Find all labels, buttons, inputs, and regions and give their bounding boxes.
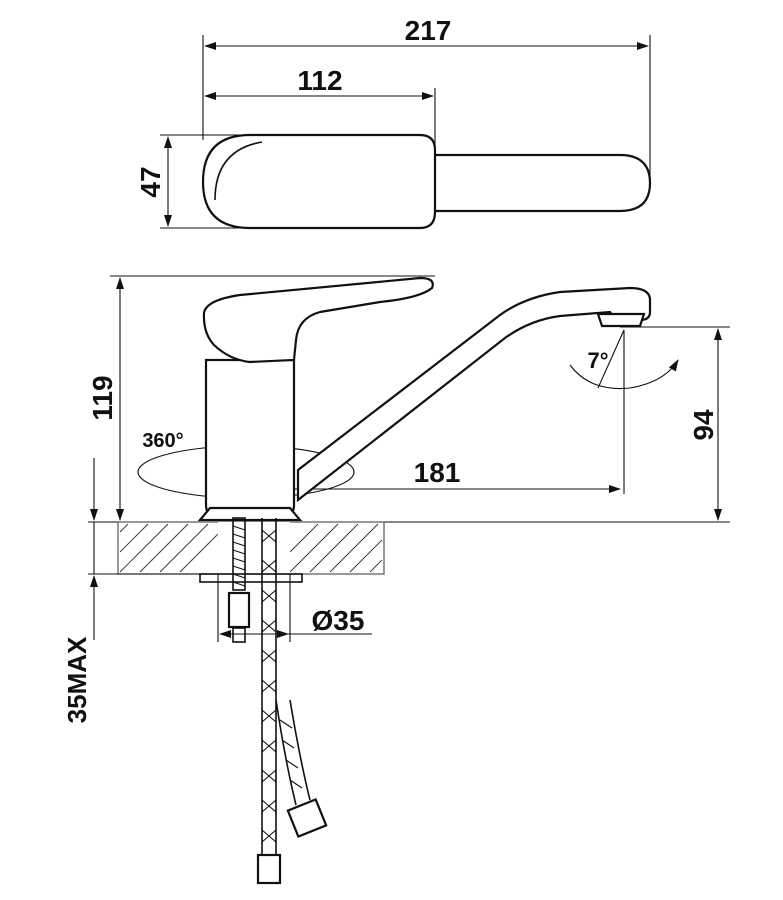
swivel-label: 360°: [142, 430, 183, 452]
total-height-label: 119: [87, 375, 118, 420]
hose-connector-1: [256, 853, 282, 885]
spout-angle-arc: [569, 359, 679, 390]
lever-handle-side-view: [202, 276, 434, 364]
hole-diameter-label: Ø35: [312, 605, 365, 636]
flexible-hose-2: [275, 699, 328, 839]
installation-view: Ø35 35MAX: [62, 458, 385, 885]
spout-side-view: [296, 286, 652, 503]
spout-height-label: 94: [688, 409, 719, 441]
spout-top-view: [418, 153, 652, 213]
hose-connector-2: [286, 797, 328, 839]
handle-top-view: [201, 133, 437, 230]
spout-reach-label: 181: [414, 457, 461, 488]
side-view: 119 94 181 360° 7°: [87, 275, 730, 523]
threaded-stud: [227, 517, 251, 643]
max-deck-thickness-label: 35MAX: [62, 636, 92, 723]
mounting-washer: [199, 573, 303, 583]
aerator: [596, 312, 646, 328]
flexible-hose-1: [256, 518, 282, 885]
handle-length-label: 112: [297, 65, 342, 96]
countertop-hatching: [119, 523, 383, 573]
faucet-body: [204, 358, 296, 517]
stud-nut: [227, 591, 251, 629]
spout-angle-label: 7°: [587, 348, 608, 373]
top-view: 217 112 47: [135, 15, 652, 230]
handle-width-label: 47: [135, 166, 166, 197]
overall-length-label: 217: [405, 15, 452, 46]
faucet-base-ring: [197, 506, 303, 522]
